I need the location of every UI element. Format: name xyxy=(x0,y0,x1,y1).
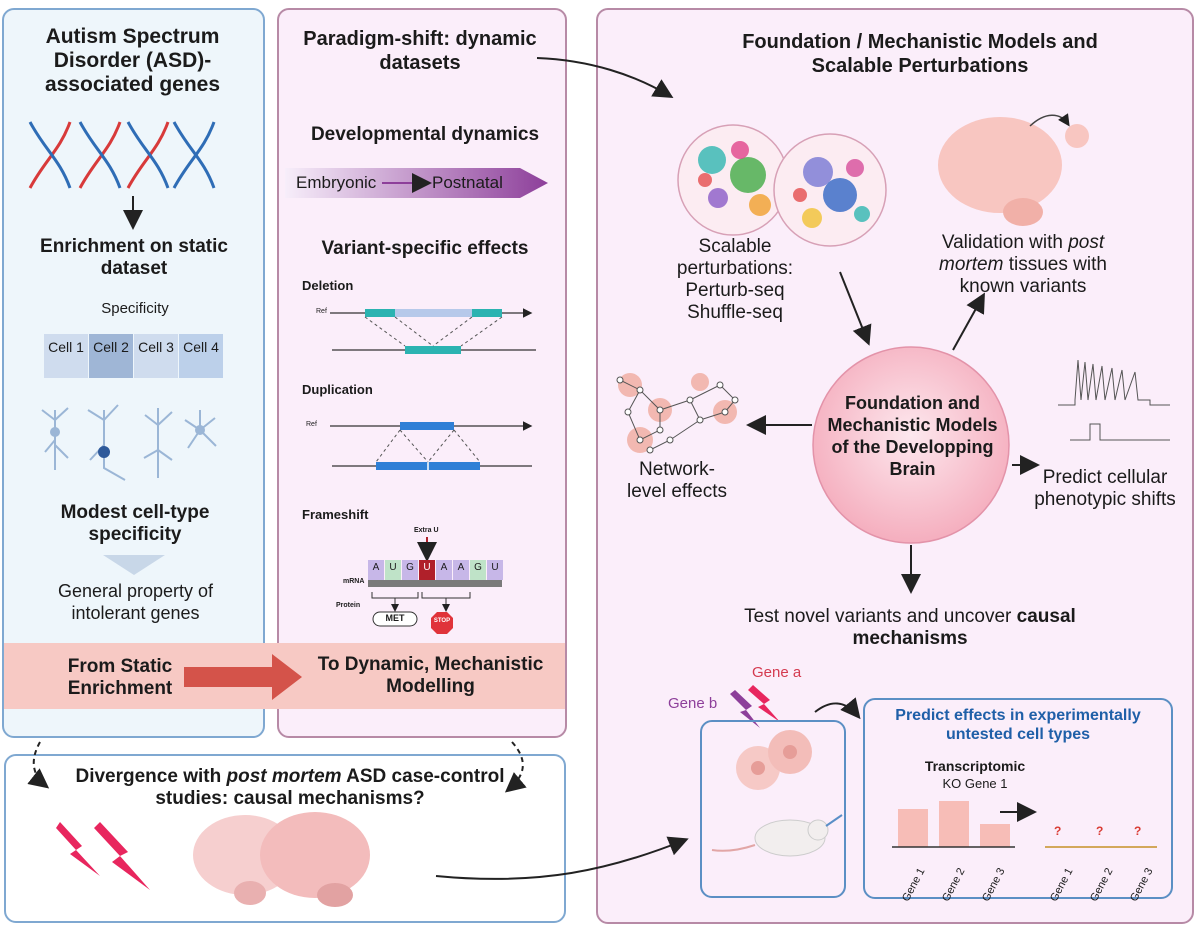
neuron-icons xyxy=(41,404,217,481)
question-mark-2: ? xyxy=(1096,824,1104,838)
scalable-perturbations: Scalable perturbations: Perturb-seq Shuf… xyxy=(676,236,794,323)
mrna-label: mRNA xyxy=(343,578,365,585)
duplication-label: Duplication xyxy=(302,382,373,397)
embryonic-label: Embryonic xyxy=(296,173,377,192)
dev-dynamics-label: Developmental dynamics xyxy=(310,124,540,145)
to-dynamic-label: To Dynamic, Mechanistic Modelling xyxy=(317,654,544,697)
single-cell-clusters xyxy=(677,124,887,247)
test-bold: causal mechanisms xyxy=(852,606,1076,649)
protein-label: Protein xyxy=(336,602,361,609)
predict-title: Predict effects in experimentally untest… xyxy=(895,707,1141,743)
general-property: General property of intolerant genes xyxy=(57,581,214,623)
codon-3: G xyxy=(406,562,414,573)
postnatal-label: Postnatal xyxy=(432,173,503,192)
brain-icon xyxy=(193,812,370,907)
divergence-title: Divergence with post mortem ASD case-con… xyxy=(60,766,520,810)
dashed-arrow-left xyxy=(27,741,50,789)
lightning-icon xyxy=(56,822,150,890)
asd-title: Autism Spectrum Disorder (ASD)- associat… xyxy=(44,25,221,96)
question-mark-3: ? xyxy=(1134,824,1142,838)
codon-8: U xyxy=(491,562,499,573)
met-label: MET xyxy=(385,613,405,623)
postmortem-brain-icon xyxy=(938,113,1089,226)
dashed-arrow-right xyxy=(504,741,527,793)
gene-a-label: Gene a xyxy=(752,664,802,681)
dna-icon xyxy=(28,121,216,189)
from-static-enrichment: From Static Enrichment xyxy=(67,656,173,699)
mouse-box xyxy=(700,720,846,898)
test-variants-label: Test novel variants and uncover causal m… xyxy=(700,606,1120,650)
specificity-label: Specificity xyxy=(101,300,169,317)
gene-b-label: Gene b xyxy=(668,695,718,712)
validation-em: post mortem xyxy=(939,232,1105,275)
predict-cellular-label: Predict cellular phenotypic shifts xyxy=(1034,467,1176,510)
validation-post: tissues with known variants xyxy=(959,254,1107,297)
cell-3: Cell 3 xyxy=(134,334,178,378)
predict-box xyxy=(863,698,1173,899)
frameshift-diagram xyxy=(368,537,503,634)
codon-6: A xyxy=(457,562,465,573)
network-effects-label: Network-level effects xyxy=(627,459,727,502)
duplication-diagram xyxy=(330,421,533,470)
divergence-title-pre: Divergence with xyxy=(75,766,227,787)
mouse-to-predict-arrow xyxy=(814,697,861,720)
duplication-ref-label: Ref xyxy=(306,421,317,428)
cell-2: Cell 2 xyxy=(89,334,133,378)
frameshift-label: Frameshift xyxy=(302,507,369,522)
deletion-ref-label: Ref xyxy=(316,308,327,315)
codon-1: A xyxy=(372,562,380,573)
validation-pre: Validation with xyxy=(941,232,1069,253)
divergence-title-em: post mortem xyxy=(226,766,342,787)
ko-gene-label: KO Gene 1 xyxy=(942,776,1008,791)
right-title: Foundation / Mechanistic Models and Scal… xyxy=(742,31,1098,77)
bottom-to-mouse-arrow xyxy=(435,836,689,880)
center-model-label: Foundation and Mechanistic Models of the… xyxy=(827,393,998,479)
foundation-models-circle xyxy=(812,346,1010,544)
codon-7: G xyxy=(474,562,482,573)
ko-bar-chart xyxy=(892,801,1157,848)
paradigm-arrow xyxy=(536,57,674,99)
gene-lightning-icon xyxy=(730,685,780,728)
divergence-title-post: ASD case-control studies: causal mechani… xyxy=(155,766,505,809)
network-graph-icon xyxy=(616,373,739,454)
codon-5: A xyxy=(440,562,448,573)
static-to-dynamic-arrow xyxy=(184,654,302,700)
middle-panel xyxy=(277,8,567,738)
codon-2: U xyxy=(389,562,397,573)
test-pre: Test novel variants and uncover xyxy=(744,606,1017,627)
extra-u-label: Extra U xyxy=(414,527,439,534)
electrophysiology-trace-icon xyxy=(1058,359,1170,441)
perturbation-arrow xyxy=(839,271,872,346)
deletion-diagram xyxy=(330,308,536,354)
deletion-label: Deletion xyxy=(302,278,354,293)
cells-and-mouse-icon xyxy=(711,730,843,857)
transcriptomic-label: Transcriptomic xyxy=(924,758,1026,774)
down-triangle xyxy=(103,555,165,575)
paradigm-title: Paradigm-shift: dynamic datasets xyxy=(303,28,537,74)
codon-4: U xyxy=(423,562,431,573)
validation-arrow xyxy=(952,292,985,351)
question-mark-1: ? xyxy=(1054,824,1062,838)
variant-effects-label: Variant-specific effects xyxy=(321,238,529,259)
stop-label: STOP xyxy=(433,618,451,624)
validation-label: Validation with post mortem tissues with… xyxy=(923,232,1123,298)
cell-1: Cell 1 xyxy=(44,334,88,378)
enrichment-label: Enrichment on static dataset xyxy=(40,236,228,279)
modest-specificity: Modest cell-type specificity xyxy=(60,502,210,545)
codon-row: A U G U A A G U xyxy=(368,562,508,578)
cell-4: Cell 4 xyxy=(179,334,223,378)
